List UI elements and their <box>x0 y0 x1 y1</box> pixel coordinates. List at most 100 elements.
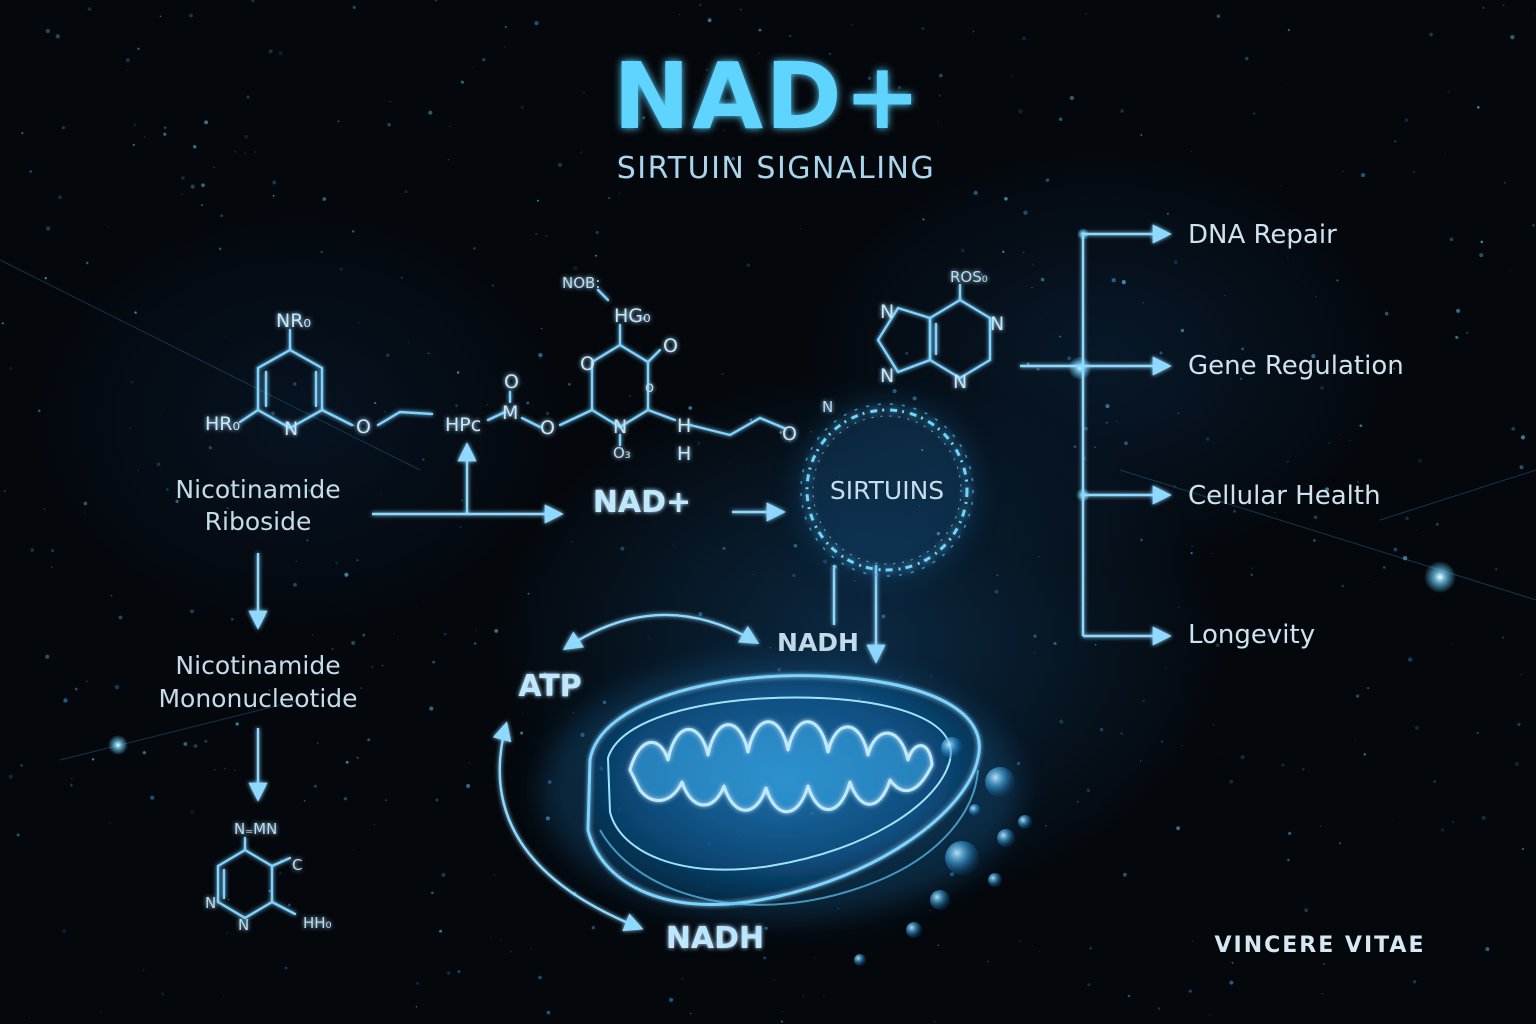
particle <box>1191 545 1193 548</box>
particle <box>1058 117 1063 121</box>
molecule-adenine: ROS₀ N N N N <box>876 268 1004 393</box>
particle <box>163 132 167 136</box>
particle <box>546 1010 551 1015</box>
arrow-atp-nadh-cycle <box>562 613 760 651</box>
particle <box>823 559 828 564</box>
outcome-list: DNA Repair Gene Regulation Cellular Heal… <box>1188 220 1404 650</box>
particle <box>1479 253 1484 258</box>
particle <box>749 418 753 422</box>
particle <box>1320 386 1324 390</box>
particle <box>337 120 340 123</box>
particle <box>61 126 66 130</box>
particle <box>1502 636 1504 639</box>
particle <box>1315 295 1317 298</box>
particle <box>429 706 434 711</box>
particle <box>1288 831 1292 836</box>
particle <box>881 614 886 619</box>
particle <box>109 822 111 824</box>
particle <box>850 23 853 26</box>
particle <box>473 642 477 645</box>
particle <box>690 1013 692 1015</box>
particle <box>235 722 239 726</box>
particle <box>251 0 255 3</box>
pathway-arrows <box>248 442 886 932</box>
label-nad: NAD+ <box>593 485 691 520</box>
particle <box>193 145 197 149</box>
particle <box>1076 801 1079 803</box>
particle <box>1313 515 1318 520</box>
particle <box>246 918 250 922</box>
particle <box>272 180 277 185</box>
molecule-ribose-ring: NOB: HG₀ O O o N O₃ H H O N <box>558 274 833 465</box>
particle <box>234 769 236 772</box>
particle <box>293 582 297 587</box>
particle <box>1510 270 1512 272</box>
particle <box>892 389 897 394</box>
particle <box>460 80 464 84</box>
particle <box>897 86 902 90</box>
atom-label: N₌MN <box>234 820 277 838</box>
particle <box>1532 224 1535 227</box>
particle <box>1122 872 1127 877</box>
particle <box>108 226 110 228</box>
particle <box>509 950 512 953</box>
particle <box>125 58 130 63</box>
particle <box>1482 6 1485 10</box>
particle <box>1511 426 1516 431</box>
particle <box>110 594 113 597</box>
particle <box>1287 29 1290 32</box>
particle <box>591 926 595 930</box>
particle <box>84 512 86 515</box>
particle <box>557 162 563 168</box>
particle <box>504 25 508 29</box>
particle <box>415 604 417 606</box>
particle <box>619 168 622 172</box>
particle <box>1033 634 1037 638</box>
particle <box>789 34 792 38</box>
particle <box>225 336 227 338</box>
particle <box>572 711 575 715</box>
particle <box>543 672 547 676</box>
particle <box>1361 173 1366 178</box>
particle <box>695 90 697 92</box>
particle <box>721 372 724 376</box>
particle <box>434 0 438 2</box>
particle <box>441 872 446 877</box>
atom-label: O <box>580 353 595 375</box>
particle <box>37 409 41 413</box>
particle <box>46 226 51 231</box>
particle <box>70 777 73 780</box>
particle <box>1124 441 1128 446</box>
particle <box>51 566 53 568</box>
label-nicotinamide-mononucleotide-1: Nicotinamide <box>175 651 340 680</box>
particle <box>1160 740 1164 743</box>
particle <box>1222 752 1223 754</box>
particle <box>1019 940 1021 942</box>
particle <box>389 101 391 102</box>
particle <box>1053 641 1057 646</box>
particle <box>443 632 447 636</box>
particle <box>800 228 802 230</box>
particle <box>224 767 226 770</box>
particle <box>1011 75 1013 77</box>
particle <box>1485 947 1490 952</box>
particle <box>468 762 470 764</box>
outcome-dna-repair: DNA Repair <box>1188 220 1337 250</box>
particle <box>972 31 975 33</box>
particle <box>1121 280 1126 285</box>
particle <box>1002 250 1005 253</box>
particle <box>758 28 762 32</box>
particle <box>482 57 486 62</box>
particle <box>520 731 524 735</box>
particle <box>1173 484 1177 488</box>
particle <box>1287 858 1290 862</box>
particle <box>678 13 680 15</box>
particle <box>63 698 68 703</box>
particle <box>371 665 374 668</box>
particle <box>500 939 502 941</box>
particle <box>55 34 60 39</box>
particle <box>456 371 460 374</box>
molecule-nicotinamide-riboside: NR₀ HR₀ N O <box>205 310 434 440</box>
atom-label: O <box>356 416 371 438</box>
